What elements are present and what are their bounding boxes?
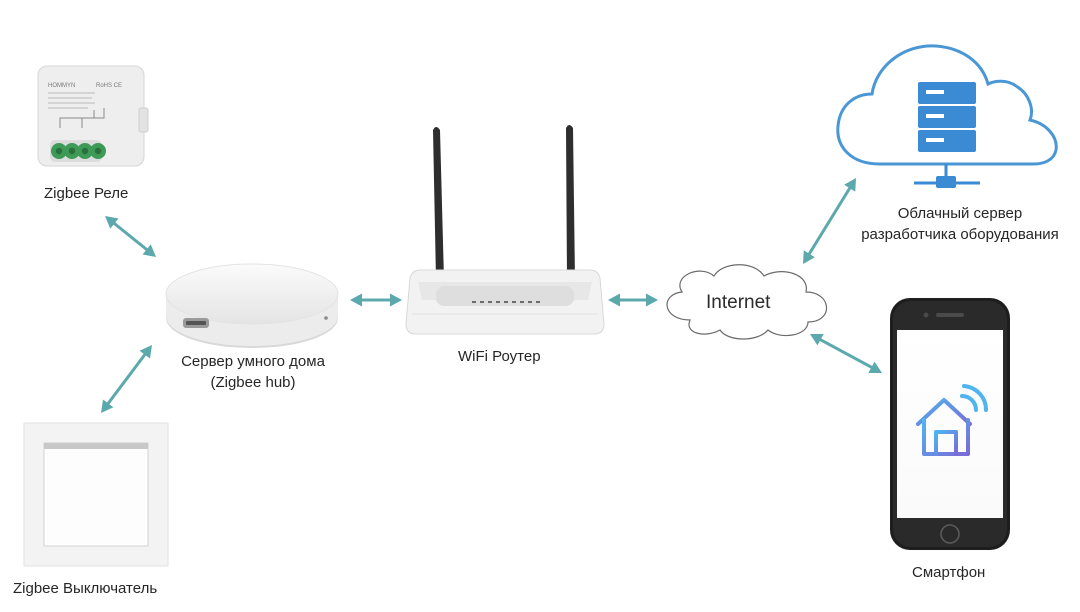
cloud-server-label: Облачный сервер разработчика оборудовани… (844, 203, 1076, 245)
arrow-router-internet (608, 293, 658, 307)
connection-arrows (101, 178, 882, 413)
cloud-server-label-line1: Облачный сервер (897, 205, 1023, 222)
smartphone-icon (890, 298, 1010, 550)
hub-label-line2: (Zigbee hub) (210, 374, 296, 391)
relay-label: Zigbee Реле (44, 185, 129, 202)
wifi-router-icon (405, 125, 605, 335)
hub-label: Сервер умного дома (Zigbee hub) (168, 351, 338, 393)
switch-label: Zigbee Выключатель (13, 580, 158, 597)
internet-cloud-icon (666, 264, 828, 340)
wall-switch-icon (23, 422, 169, 567)
internet-label: Internet (706, 292, 771, 313)
arrow-relay-hub (105, 216, 156, 257)
arrow-switch-hub (101, 345, 152, 413)
relay-module-icon: HOMMYN RoHS CE (37, 65, 149, 167)
hub-label-line1: Сервер умного дома (181, 353, 325, 370)
cloud-server-label-line2: разработчика оборудования (861, 226, 1059, 243)
router-label: WiFi Роутер (458, 348, 541, 365)
smart-home-app-icon (916, 384, 989, 456)
cloud-server-icon (836, 44, 1058, 188)
arrow-hub-router (350, 293, 402, 307)
relay-marks-text: RoHS CE (96, 83, 122, 89)
smartphone-label: Смартфон (912, 564, 986, 581)
arrow-internet-cloud_server (803, 178, 856, 264)
relay-brand-text: HOMMYN (48, 83, 75, 89)
arrow-internet-smartphone (810, 334, 882, 373)
zigbee-hub-icon (165, 263, 339, 348)
